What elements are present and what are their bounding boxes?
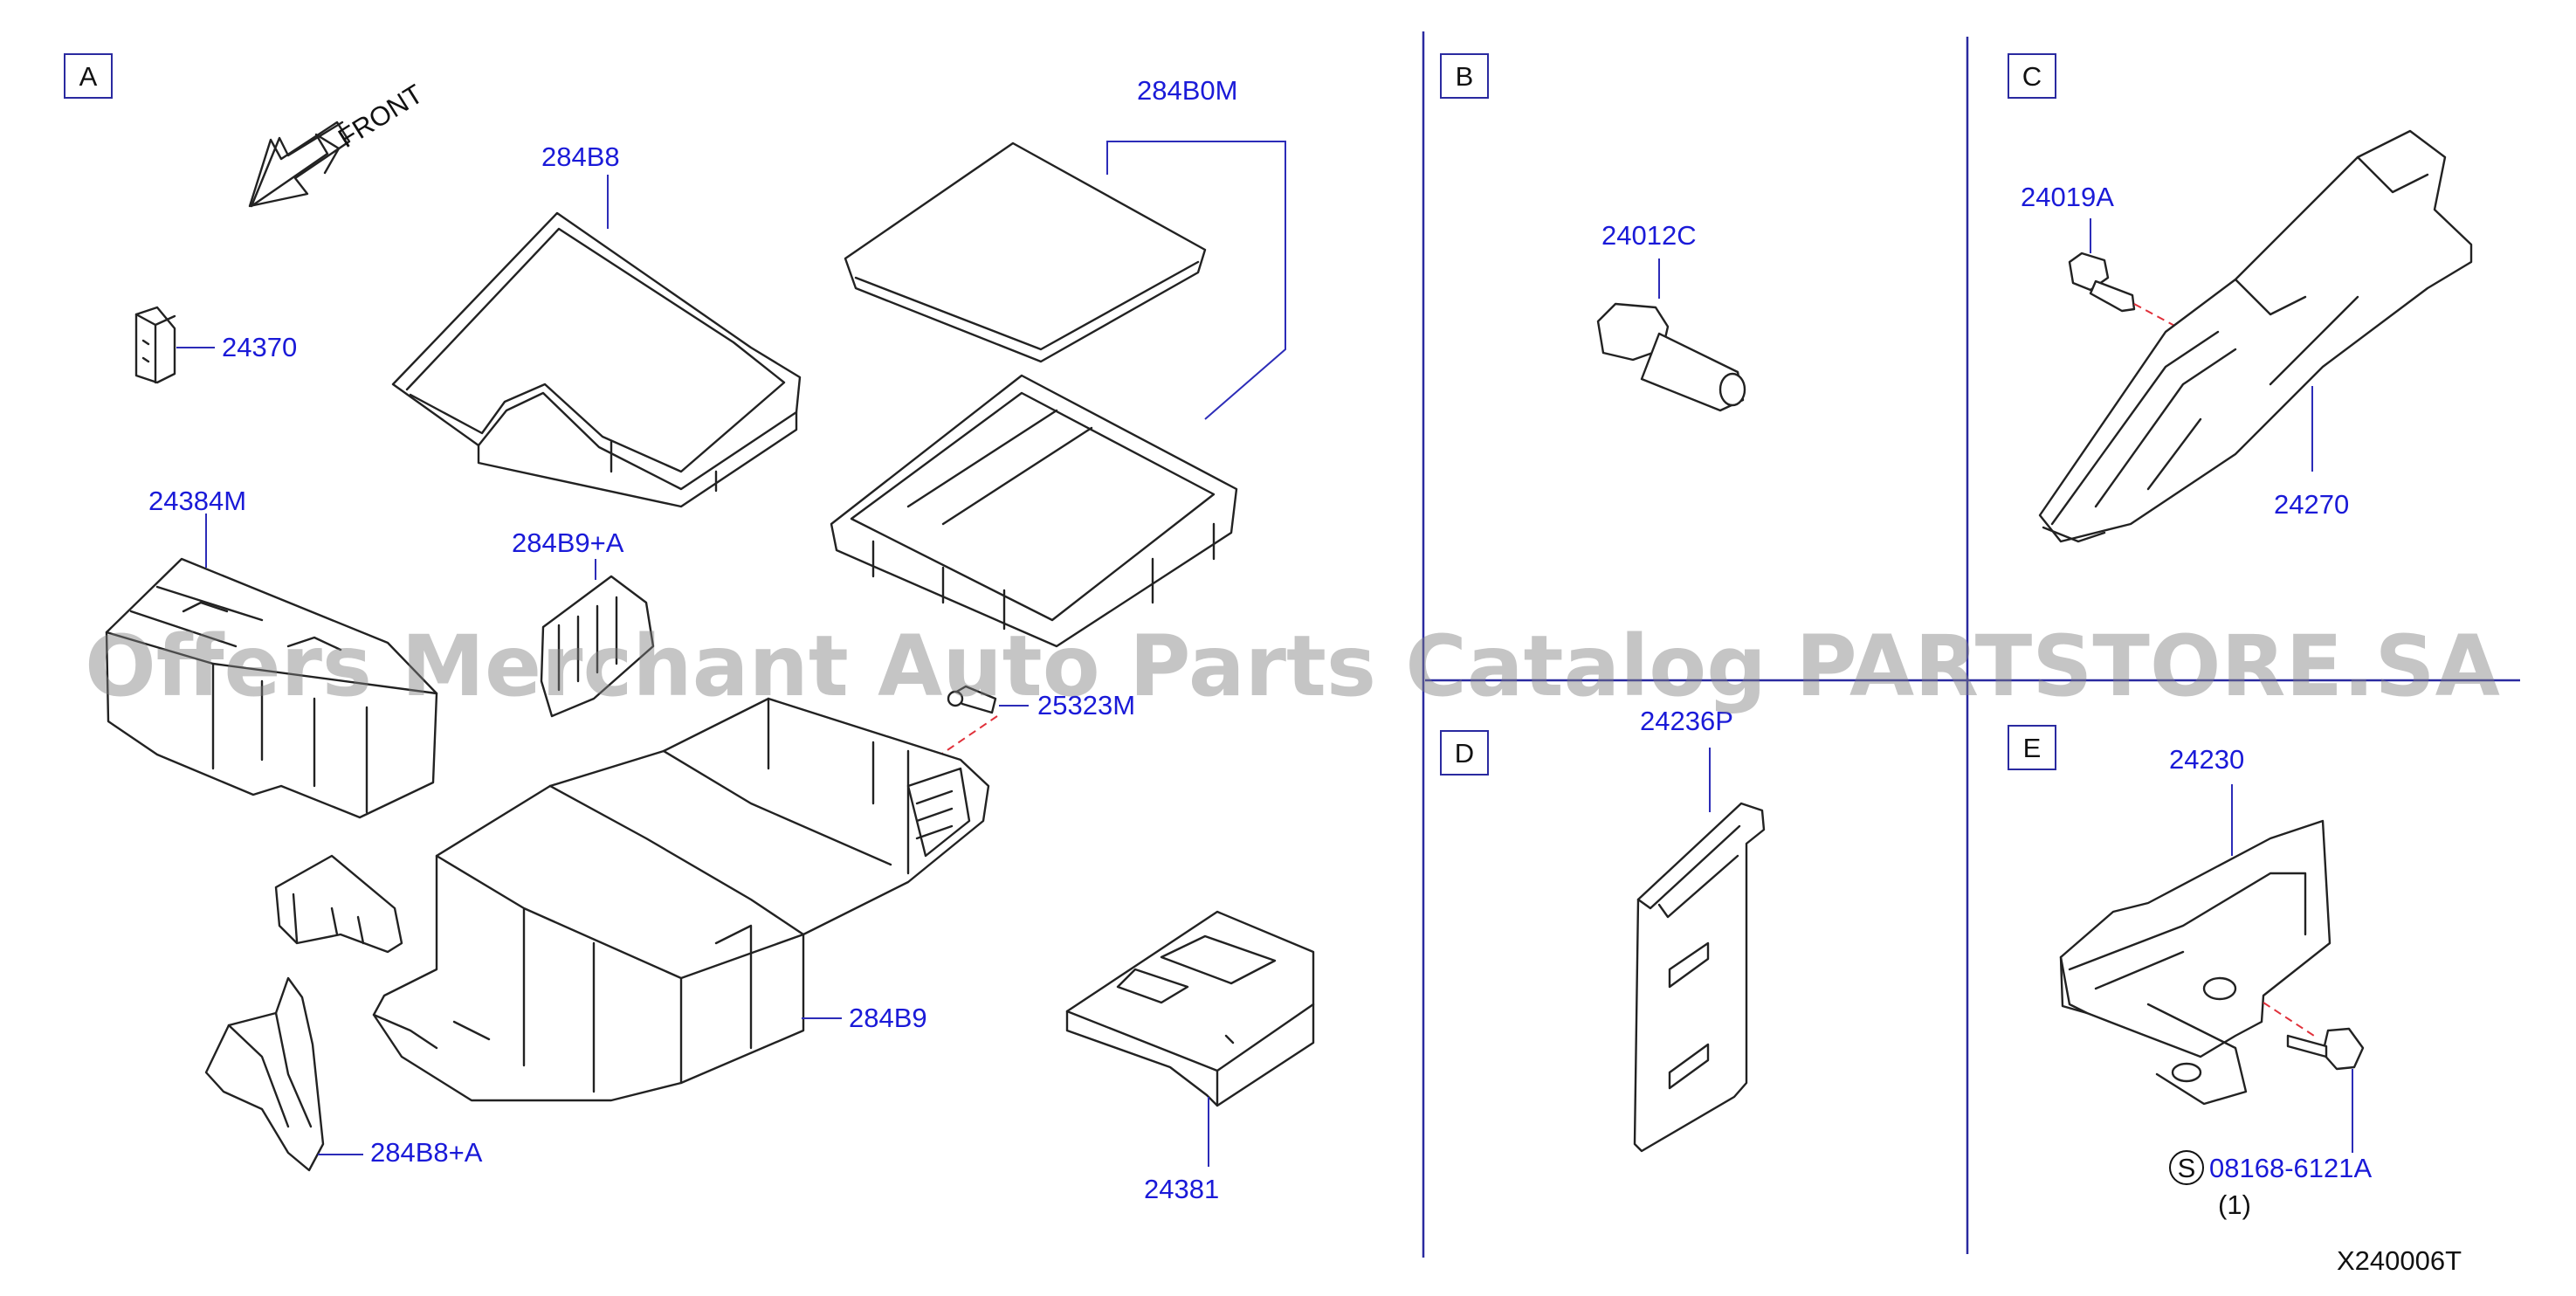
part-label-284b0m[interactable]: 284B0M xyxy=(1137,75,1237,106)
part-label-24019a[interactable]: 24019A xyxy=(2021,182,2114,212)
part-label-284b8a[interactable]: 284B8+A xyxy=(370,1137,483,1168)
part-label-24384m[interactable]: 24384M xyxy=(148,486,246,516)
quantity-note: (1) xyxy=(2218,1189,2251,1220)
bolt-24012c-drawing xyxy=(1596,302,1746,412)
section-box-c: C xyxy=(2008,53,2056,99)
svg-text:D: D xyxy=(1455,738,1474,769)
section-box-d: D xyxy=(1440,730,1489,776)
upper-cover-284b8-drawing xyxy=(391,211,802,508)
svg-text:B: B xyxy=(1456,61,1474,92)
part-label-24236p[interactable]: 24236P xyxy=(1640,706,1733,736)
part-label-24370[interactable]: 24370 xyxy=(222,332,297,362)
standard-part-mark-icon: S xyxy=(2169,1150,2204,1185)
watermark-text: Offers Merchant Auto Parts Catalog PARTS… xyxy=(85,617,2500,715)
screw-25323m-drawing xyxy=(947,685,997,714)
part-label-24230[interactable]: 24230 xyxy=(2169,744,2244,775)
svg-text:S: S xyxy=(2178,1153,2196,1183)
lower-housing-284b9-drawing xyxy=(372,697,990,1102)
diagram-code: X240006T xyxy=(2337,1245,2462,1276)
section-box-a: A xyxy=(64,53,113,99)
part-label-25323m[interactable]: 25323M xyxy=(1037,690,1135,720)
svg-text:C: C xyxy=(2022,61,2042,92)
front-label: FRONT xyxy=(333,79,428,154)
relay-24381-drawing xyxy=(1065,910,1315,1107)
part-label-284b9a[interactable]: 284B9+A xyxy=(512,527,624,558)
part-label-24270[interactable]: 24270 xyxy=(2274,489,2349,520)
bracket-24236p-drawing xyxy=(1633,802,1766,1153)
side-bracket-drawing xyxy=(274,854,403,954)
svg-text:E: E xyxy=(2023,733,2042,763)
bracket-284b8a-drawing xyxy=(204,976,325,1172)
tray-284b0m-drawing xyxy=(830,374,1238,648)
svg-text:A: A xyxy=(79,61,98,92)
screw-08168-drawing xyxy=(2286,1027,2365,1071)
part-label-24381[interactable]: 24381 xyxy=(1144,1174,1219,1204)
section-box-b: B xyxy=(1440,53,1489,99)
part-label-284b8[interactable]: 284B8 xyxy=(541,141,620,172)
bracket-284b9a-drawing xyxy=(540,575,655,718)
part-label-284b9[interactable]: 284B9 xyxy=(849,1003,927,1033)
part-label-08168-6121a[interactable]: 08168-6121A xyxy=(2209,1153,2372,1183)
relay-24370-drawing xyxy=(134,306,176,384)
part-label-24012c[interactable]: 24012C xyxy=(1601,220,1697,251)
bracket-24230-drawing xyxy=(2059,819,2331,1106)
front-arrow-icon xyxy=(248,121,351,208)
bolt-24019a-drawing xyxy=(2068,252,2136,313)
bracket-24270-drawing xyxy=(2038,129,2473,543)
relay-block-24384m-drawing xyxy=(105,557,438,819)
inner-cover-284b0m-drawing xyxy=(844,141,1207,363)
section-dividers xyxy=(1422,31,2520,1258)
section-box-e: E xyxy=(2008,725,2056,770)
